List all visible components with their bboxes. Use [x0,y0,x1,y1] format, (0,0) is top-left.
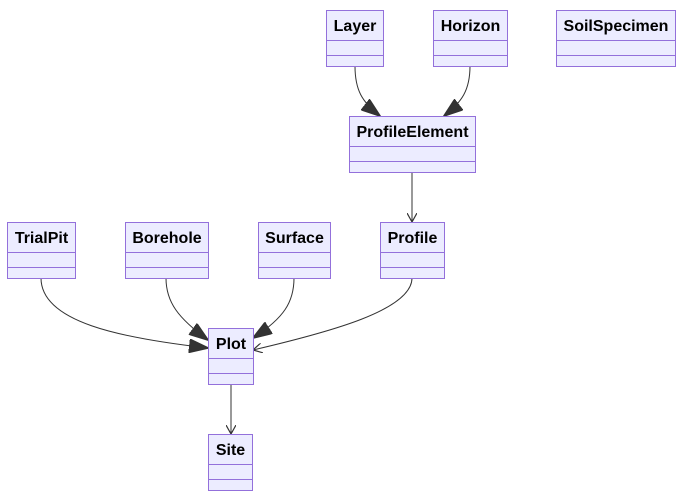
class-trialpit[interactable]: TrialPit [7,222,76,279]
class-box-body [7,222,76,279]
class-name: Layer [334,18,377,35]
class-name: Plot [216,336,247,353]
relation-borehole-to-plot [165,277,208,340]
class-horizon[interactable]: Horizon [433,10,508,67]
relation-profile-to-plot [253,277,413,350]
class-name: Surface [265,230,324,247]
class-box-body [556,10,676,67]
class-name: TrialPit [15,230,69,247]
class-site[interactable]: Site [208,434,253,491]
class-borehole[interactable]: Borehole [125,222,209,279]
class-box-body [208,434,253,491]
relations-layer [40,65,471,434]
class-box-body [258,222,331,279]
class-box-body [125,222,209,279]
class-plot[interactable]: Plot [208,328,254,385]
class-name: Horizon [441,18,501,35]
class-surface[interactable]: Surface [258,222,331,279]
class-box-body [433,10,508,67]
class-box-body [349,116,476,173]
class-name: Site [216,442,245,459]
relation-trialpit-to-plot [40,277,208,348]
class-profileelement[interactable]: ProfileElement [349,116,476,173]
relation-layer-to-profileelement [354,65,380,116]
class-name: SoilSpecimen [564,18,669,35]
class-box-body [326,10,384,67]
relation-horizon-to-profileelement [444,65,471,116]
class-name: Profile [388,230,438,247]
class-layer[interactable]: Layer [326,10,384,67]
class-box-body [208,328,254,385]
relation-surface-to-plot [253,277,295,338]
class-name: ProfileElement [356,124,469,141]
class-soilspecimen[interactable]: SoilSpecimen [556,10,676,67]
class-profile[interactable]: Profile [380,222,445,279]
class-name: Borehole [132,230,201,247]
classes-layer: Layer Horizon SoilSpecimenProfileElementTr… [7,10,676,491]
class-box-body [380,222,445,279]
